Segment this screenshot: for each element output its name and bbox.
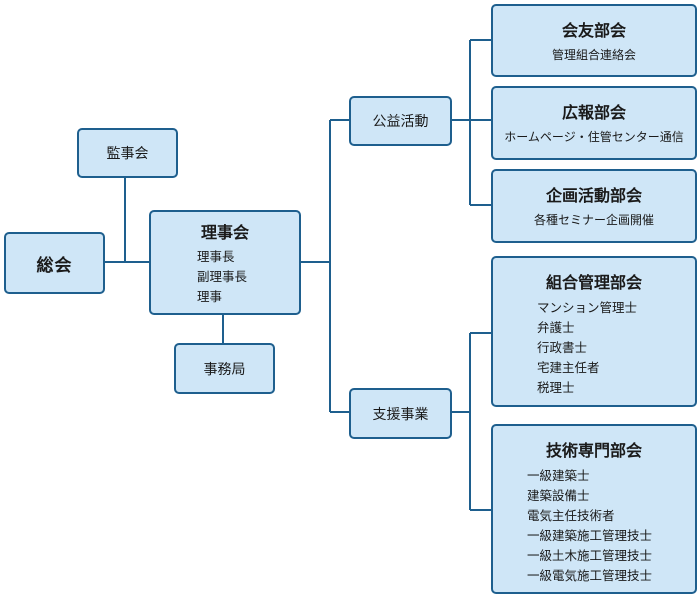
technical-committee-title: 技術専門部会: [545, 441, 642, 460]
general-meeting-label: 総会: [36, 255, 73, 276]
committee-member: 税理士: [537, 380, 575, 395]
committee-member: 一級電気施工管理技士: [527, 568, 653, 583]
board-members: 理事長 副理事長 理事: [197, 247, 299, 307]
committee-member: マンション管理士: [537, 300, 638, 315]
public-activities-label: 公益活動: [372, 114, 429, 130]
auditors-label: 監事会: [106, 146, 149, 162]
committee-member: 宅建主任者: [537, 360, 600, 375]
board-member: 副理事長: [197, 269, 248, 284]
planning-committee-subtitle: 各種セミナー企画開催: [533, 213, 654, 227]
committee-member: 建築設備士: [527, 488, 590, 503]
members-committee-subtitle: 管理組合連絡会: [551, 48, 636, 62]
technical-committee-box: 技術専門部会 一級建築士 建築設備士 電気主任技術者 一級建築施工管理技士 一級…: [491, 424, 697, 594]
committee-member: 電気主任技術者: [527, 508, 615, 523]
members-committee-box: 会友部会 管理組合連絡会: [491, 4, 697, 77]
secretariat-box: 事務局: [174, 343, 275, 394]
auditors-box: 監事会: [77, 128, 178, 178]
members-committee-title: 会友部会: [561, 21, 626, 40]
committee-member: 一級土木施工管理技士: [527, 548, 653, 563]
pr-committee-title: 広報部会: [561, 103, 626, 122]
board-member: 理事長: [197, 249, 235, 264]
pr-committee-subtitle: ホームページ・住管センター通信: [504, 130, 684, 144]
association-mgmt-committee-members: マンション管理士 弁護士 行政書士 宅建主任者 税理士: [537, 298, 695, 398]
pr-committee-box: 広報部会 ホームページ・住管センター通信: [491, 86, 697, 160]
association-mgmt-committee-box: 組合管理部会 マンション管理士 弁護士 行政書士 宅建主任者 税理士: [491, 256, 697, 407]
committee-member: 行政書士: [537, 340, 588, 355]
secretariat-label: 事務局: [203, 361, 246, 378]
board-box: 理事会 理事長 副理事長 理事: [149, 210, 301, 315]
committee-member: 一級建築施工管理技士: [527, 528, 653, 543]
public-activities-box: 公益活動: [349, 96, 452, 146]
general-meeting-box: 総会: [4, 232, 105, 294]
board-title: 理事会: [200, 223, 249, 242]
board-member: 理事: [197, 289, 223, 304]
committee-member: 弁護士: [537, 320, 575, 335]
support-business-box: 支援事業: [349, 388, 452, 439]
association-mgmt-committee-title: 組合管理部会: [545, 273, 642, 292]
planning-committee-box: 企画活動部会 各種セミナー企画開催: [491, 169, 697, 243]
support-business-label: 支援事業: [372, 406, 429, 423]
technical-committee-members: 一級建築士 建築設備士 電気主任技術者 一級建築施工管理技士 一級土木施工管理技…: [527, 466, 695, 586]
committee-member: 一級建築士: [527, 468, 590, 483]
planning-committee-title: 企画活動部会: [545, 186, 642, 205]
